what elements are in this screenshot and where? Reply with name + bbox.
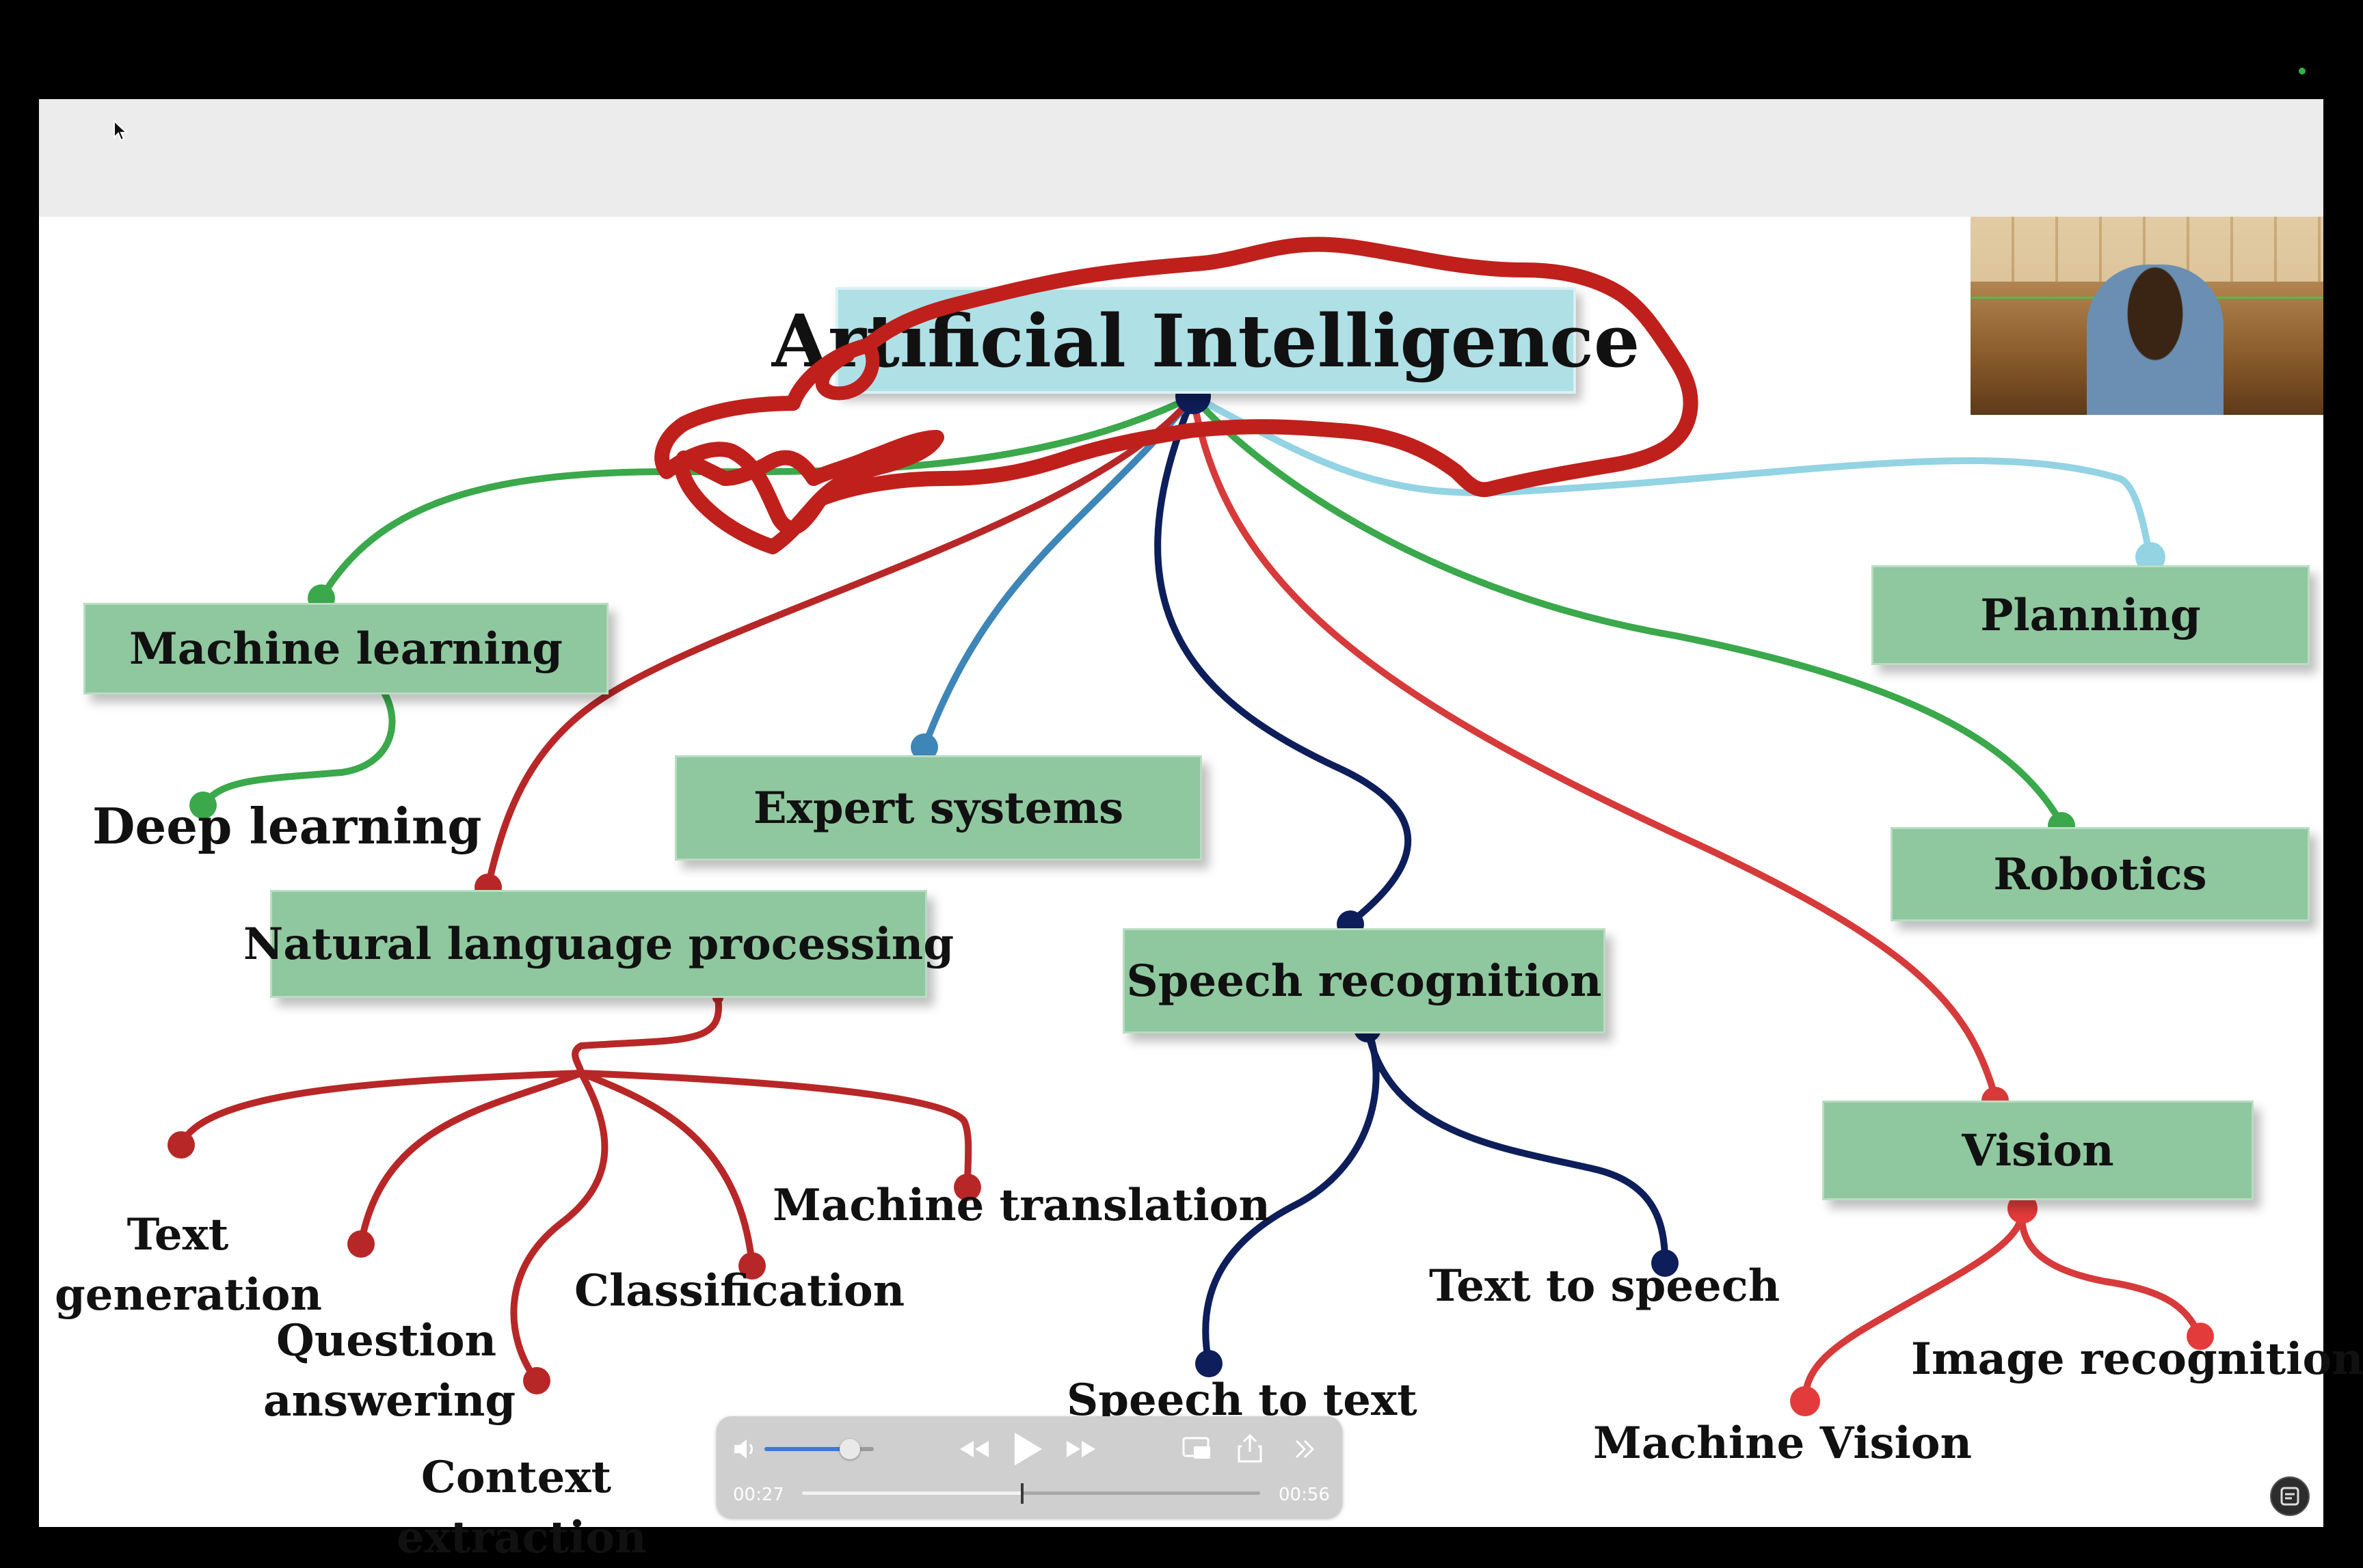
dot-text-generation (168, 1131, 195, 1159)
nlp-label: Natural language processing (243, 918, 954, 970)
live-text-icon (2280, 1487, 2299, 1506)
dot-vision-bottom (2007, 1193, 2038, 1224)
volume-knob[interactable] (839, 1439, 860, 1459)
leaf-text-generation: Text generation (55, 1145, 322, 1325)
node-machine-learning: Machine learning (83, 603, 609, 694)
root-node: Artificial Intelligence (772, 287, 1640, 394)
text-generation-label: Text generation (55, 1209, 322, 1321)
node-planning: Planning (1871, 565, 2310, 665)
fast-forward-icon[interactable] (1064, 1437, 1098, 1461)
node-speech-recognition: Speech recognition (1123, 928, 1605, 1033)
question-answering-label: Question answering (263, 1315, 516, 1427)
text-to-speech-label: Text to speech (1429, 1260, 1780, 1312)
link-machine-learning (318, 393, 1197, 601)
mouse-pointer-icon (114, 120, 129, 141)
webcam-video (1971, 217, 2323, 415)
planning-label: Planning (1980, 589, 2201, 641)
link-context-extraction (510, 1070, 609, 1384)
robotics-label: Robotics (1993, 848, 2207, 900)
media-controls[interactable]: 00:27 00:56 (717, 1416, 1342, 1517)
machine-vision-label: Machine Vision (1593, 1418, 1973, 1469)
live-text-button[interactable] (2270, 1476, 2310, 1516)
dot-deep-learning (189, 792, 217, 819)
context-extraction-label: Context extraction (397, 1452, 647, 1563)
link-question-answering (358, 1070, 585, 1247)
picture-in-picture-icon[interactable] (1182, 1435, 1213, 1463)
leaf-question-answering: Question answering (263, 1251, 516, 1431)
machine-learning-label: Machine learning (129, 623, 563, 675)
link-planning (1190, 393, 2154, 560)
node-robotics: Robotics (1891, 827, 2310, 921)
more-icon[interactable] (1291, 1437, 1318, 1461)
image-recognition-label: Image recognition (1911, 1334, 2363, 1385)
dot-text-to-speech (1651, 1249, 1679, 1277)
dot-image-recognition (2187, 1323, 2214, 1350)
screen: Artificial Intelligence Machine learning… (39, 68, 2363, 1563)
deep-learning-label: Deep learning (92, 797, 482, 855)
link-text-to-speech (1364, 1025, 1668, 1265)
expert-systems-label: Expert systems (753, 782, 1124, 834)
leaf-machine-vision: Machine Vision (1593, 1414, 1972, 1474)
link-nlp-hub (572, 995, 723, 1077)
node-vision: Vision (1822, 1100, 2254, 1200)
dot-question-answering (347, 1230, 375, 1258)
link-machine-vision (1802, 1205, 2027, 1405)
rewind-icon[interactable] (957, 1437, 991, 1461)
current-time: 00:27 (733, 1485, 784, 1505)
dot-expert (911, 733, 938, 761)
progress-fill (802, 1491, 1022, 1495)
volume-icon[interactable] (732, 1437, 759, 1461)
dot-speech-to-text (1195, 1350, 1223, 1377)
leaf-deep-learning: Deep learning (92, 796, 482, 856)
link-classification (578, 1070, 756, 1268)
link-speech-to-text (1202, 1025, 1380, 1367)
leaf-image-recognition: Image recognition (1911, 1329, 2363, 1390)
volume-fill (764, 1447, 850, 1451)
share-icon[interactable] (1236, 1433, 1264, 1464)
leaf-classification: Classification (574, 1261, 905, 1321)
camera-indicator-icon (2299, 68, 2306, 75)
link-deep-learning (200, 687, 396, 810)
dot-classification (738, 1252, 766, 1280)
leaf-text-to-speech: Text to speech (1429, 1256, 1780, 1316)
play-icon[interactable] (1008, 1429, 1046, 1470)
link-image-recognition (2018, 1205, 2204, 1340)
link-text-generation (178, 1070, 585, 1148)
root-title: Artificial Intelligence (771, 297, 1640, 383)
link-machine-translation (578, 1070, 972, 1189)
vision-label: Vision (1962, 1124, 2114, 1176)
dot-context-extraction (523, 1367, 550, 1394)
leaf-machine-translation: Machine translation (773, 1176, 1270, 1236)
machine-translation-label: Machine translation (773, 1180, 1270, 1231)
dot-planning (2135, 542, 2165, 572)
dot-machine-translation (954, 1174, 981, 1201)
leaf-context-extraction: Context extraction (397, 1388, 647, 1568)
node-expert-systems: Expert systems (675, 755, 1202, 861)
classification-label: Classification (574, 1265, 905, 1316)
progress-playhead[interactable] (1020, 1483, 1024, 1504)
progress-track[interactable] (802, 1491, 1260, 1495)
total-time: 00:56 (1279, 1485, 1330, 1505)
window-toolbar-area (39, 99, 2323, 217)
speech-recognition-label: Speech recognition (1126, 955, 1602, 1007)
link-expert (921, 393, 1197, 751)
dot-machine-vision (1790, 1386, 1820, 1416)
node-nlp: Natural language processing (243, 890, 954, 998)
